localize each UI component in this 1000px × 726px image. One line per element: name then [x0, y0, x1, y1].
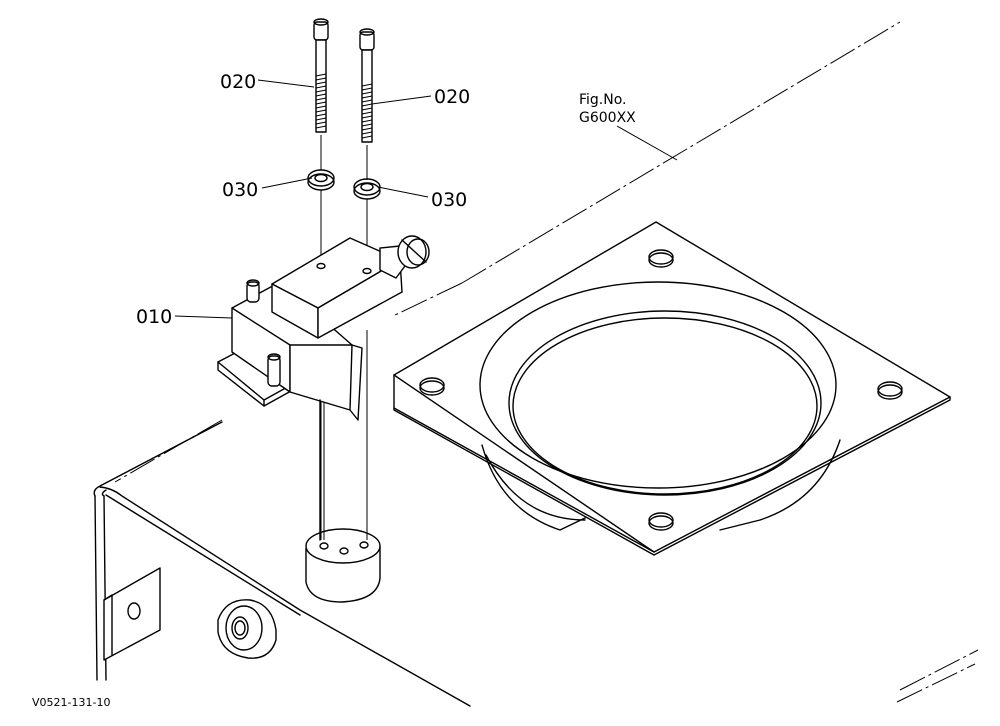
grommet	[217, 599, 277, 659]
callout-washer-left: 030	[222, 179, 258, 201]
stud-base	[305, 528, 381, 603]
callout-washer-right: 030	[431, 189, 467, 211]
mounting-bracket	[103, 567, 161, 661]
callout-bolt-left: 020	[220, 71, 256, 93]
figure-ref-label: Fig.No.	[579, 92, 627, 108]
figure-ref-number: G600XX	[579, 110, 636, 126]
leader-lines	[174, 79, 678, 319]
washer-left	[307, 169, 335, 191]
bolt-right	[359, 28, 375, 143]
callout-bolt-right: 020	[434, 86, 470, 108]
flange-plate	[393, 221, 951, 556]
switch-assembly	[217, 235, 430, 541]
bolt-left	[313, 18, 329, 133]
drawing-code: V0521-131-10	[32, 696, 110, 709]
washer-right	[353, 178, 381, 200]
housing-body	[93, 421, 471, 707]
callout-switch: 010	[136, 306, 172, 328]
housing-outline	[114, 21, 979, 703]
